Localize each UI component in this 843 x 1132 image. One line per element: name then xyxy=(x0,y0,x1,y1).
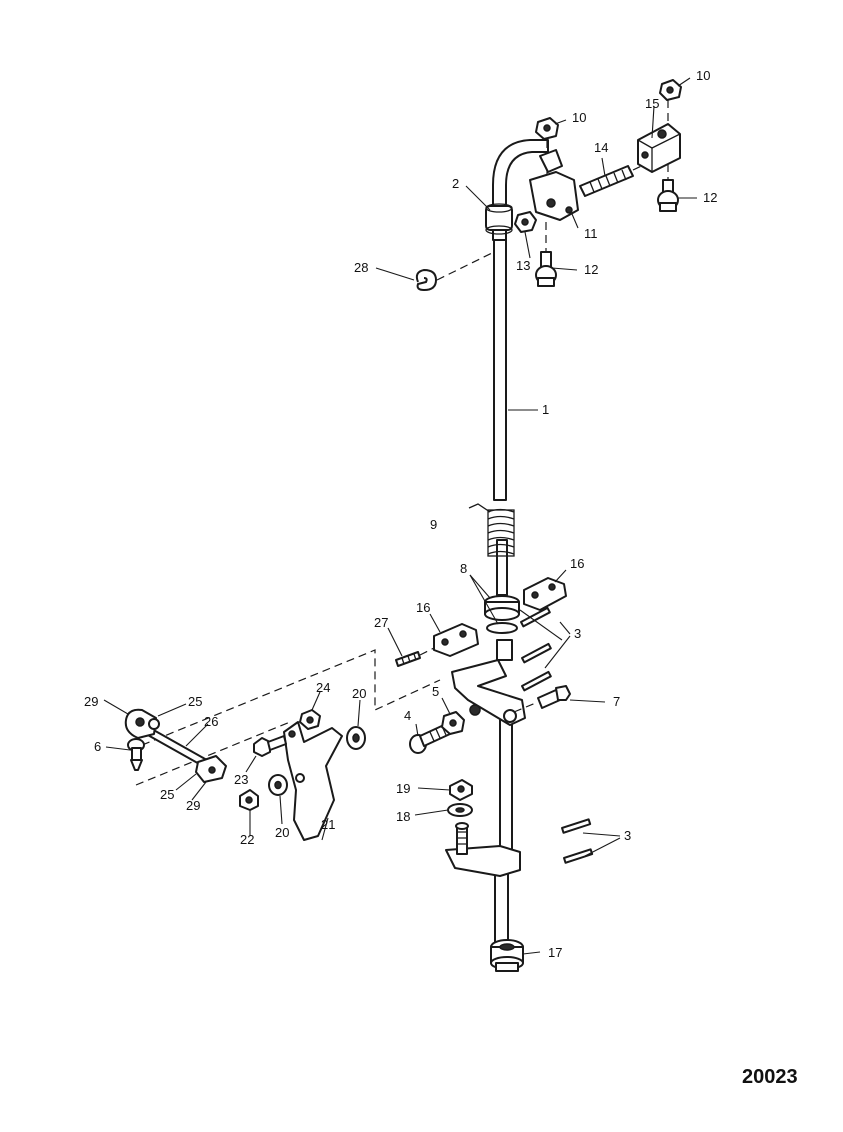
ball-stud-12-a xyxy=(535,222,557,287)
callout-25-bottom: 25 xyxy=(160,787,174,802)
callout-17: 17 xyxy=(548,945,562,960)
callout-21: 21 xyxy=(321,817,335,832)
callout-12-a: 12 xyxy=(703,190,717,205)
leader-lines xyxy=(103,77,697,955)
callout-4: 4 xyxy=(404,708,411,723)
callout-1: 1 xyxy=(542,402,549,417)
nut-19 xyxy=(449,779,473,801)
pins-3-upper xyxy=(520,606,552,692)
callout-14: 14 xyxy=(594,140,608,155)
callout-2: 2 xyxy=(452,176,459,191)
callout-27: 27 xyxy=(374,615,388,630)
collar-2 xyxy=(485,203,513,235)
callout-13: 13 xyxy=(516,258,530,273)
nut-13 xyxy=(514,211,537,233)
clamp-pad-16-right xyxy=(523,577,567,611)
callout-3-lower: 3 xyxy=(624,828,631,843)
callout-16-right: 16 xyxy=(570,556,584,571)
callout-7: 7 xyxy=(613,694,620,709)
callout-8: 8 xyxy=(460,561,467,576)
callout-labels: 1 2 3 3 4 5 6 7 8 9 10 10 11 12 12 13 14… xyxy=(84,68,717,960)
bushing-17 xyxy=(490,939,524,972)
washer-18 xyxy=(447,803,473,817)
cam-plate-21 xyxy=(283,721,343,841)
callout-3-upper: 3 xyxy=(574,626,581,641)
callout-10-a: 10 xyxy=(572,110,586,125)
washer-20-right xyxy=(346,726,366,750)
nut-10-a xyxy=(535,117,559,140)
pins-3-lower xyxy=(561,818,594,864)
callout-24: 24 xyxy=(316,680,330,695)
ball-stud-12-b xyxy=(657,164,679,212)
threaded-rod-14 xyxy=(579,161,651,197)
callout-18: 18 xyxy=(396,809,410,824)
callout-20-lower: 20 xyxy=(275,825,289,840)
rod-end-29-left xyxy=(124,708,160,739)
screw-27 xyxy=(395,647,435,667)
rod-end-29-right xyxy=(195,755,227,783)
callout-6: 6 xyxy=(94,739,101,754)
callout-20-right: 20 xyxy=(352,686,366,701)
throttle-shaft xyxy=(492,139,549,946)
bracket-11 xyxy=(529,149,579,221)
callout-9: 9 xyxy=(430,517,437,532)
throttle-arm xyxy=(451,659,526,726)
callout-25-top: 25 xyxy=(188,694,202,709)
figure-number: 20023 xyxy=(742,1066,798,1088)
callout-23: 23 xyxy=(234,772,248,787)
ball-stud-6 xyxy=(127,738,145,771)
bushings-8 xyxy=(484,595,520,634)
callout-15: 15 xyxy=(645,96,659,111)
callout-19: 19 xyxy=(396,781,410,796)
callout-28: 28 xyxy=(354,260,368,275)
lower-arm xyxy=(445,822,521,877)
swivel-block-15 xyxy=(637,123,681,173)
clamp-pad-16-left xyxy=(433,623,479,657)
callout-22: 22 xyxy=(240,832,254,847)
bolt-4 xyxy=(409,723,451,754)
callout-11: 11 xyxy=(584,226,598,241)
callout-10-b: 10 xyxy=(696,68,710,83)
torsion-spring-9 xyxy=(468,503,515,557)
bolt-23 xyxy=(253,735,287,757)
retaining-clip-28 xyxy=(415,251,495,291)
nut-10-b xyxy=(659,79,682,101)
callout-29-right: 29 xyxy=(186,798,200,813)
nut-22 xyxy=(239,789,259,811)
callout-26: 26 xyxy=(204,714,218,729)
nut-5 xyxy=(441,711,465,735)
callout-5: 5 xyxy=(432,684,439,699)
callout-16-left: 16 xyxy=(416,600,430,615)
callout-12-b: 12 xyxy=(584,262,598,277)
fitting-7 xyxy=(513,685,571,713)
washer-20-lower xyxy=(268,774,288,796)
nut-24 xyxy=(299,709,321,730)
callout-29-left: 29 xyxy=(84,694,98,709)
